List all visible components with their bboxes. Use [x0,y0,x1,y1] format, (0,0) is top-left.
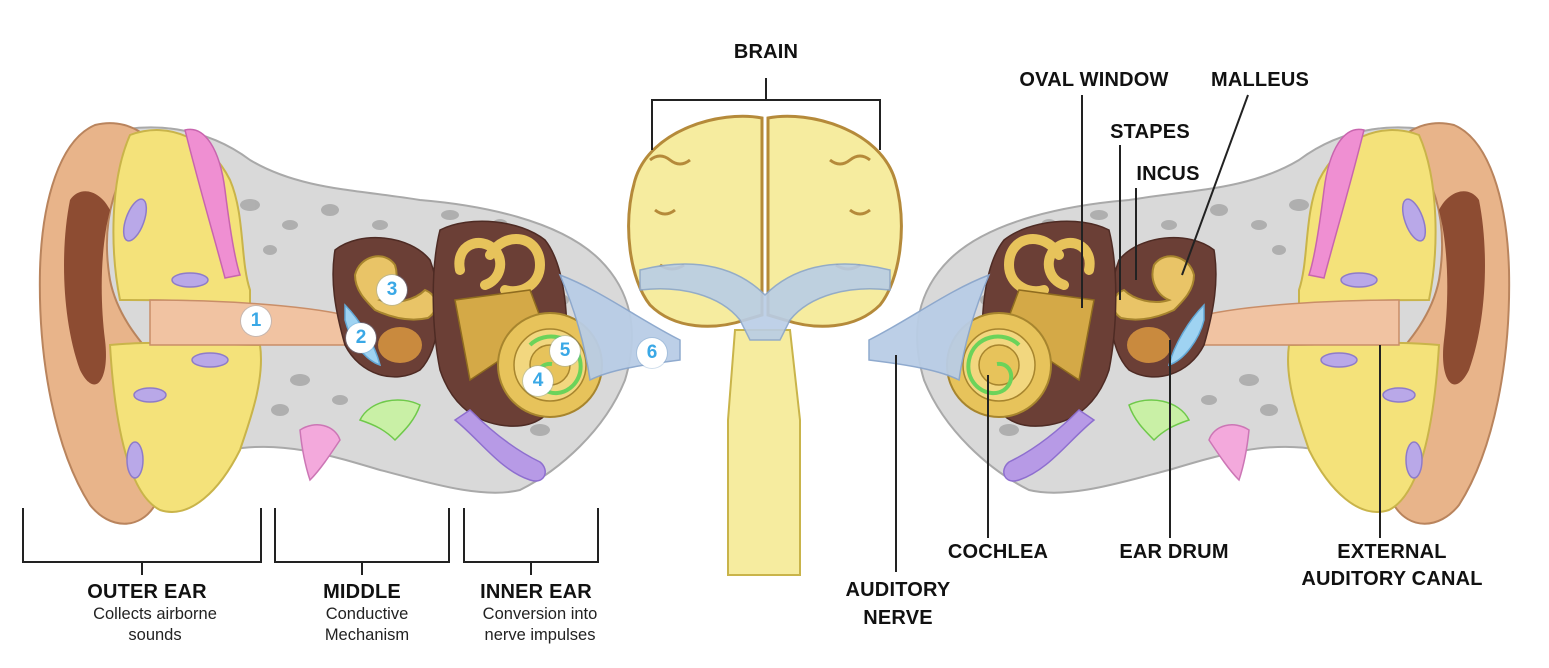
brain-label: BRAIN [733,41,799,63]
marker-1: 1 [241,306,271,336]
incus-label: INCUS [1136,163,1200,185]
middle-desc-2: Mechanism [324,626,410,644]
auditory-nerve-label-line1: AUDITORY [845,579,951,601]
malleus-line [1181,94,1249,276]
middle-desc-1: Conductive [325,605,409,623]
marker-4: 4 [523,366,553,396]
canal-label-line1: EXTERNAL [1337,541,1447,563]
oval-window-label: OVAL WINDOW [1019,69,1169,91]
inner-ear-desc-2: nerve impulses [484,626,596,644]
nerve-crossing [639,263,891,341]
pointer-lines [895,94,1381,572]
inner-ear-desc-1: Conversion into [482,605,598,623]
marker-2: 2 [346,323,376,353]
marker-5: 5 [550,336,580,366]
outer-ear-desc-2: sounds [128,626,182,644]
marker-6: 6 [637,338,667,368]
ear-drum-label: EAR DRUM [1119,541,1229,563]
inner-ear-bracket [463,508,599,575]
inner-ear-title: INNER EAR [480,581,592,603]
malleus-label: MALLEUS [1210,69,1310,91]
auditory-nerve-label-line2: NERVE [863,607,933,629]
brackets [22,78,881,575]
outer-ear-bracket [22,508,262,575]
brain-bracket [651,78,881,150]
cochlea-label: COCHLEA [947,541,1049,563]
middle-bracket [274,508,450,575]
canal-label-line2: AUDITORY CANAL [1301,568,1483,590]
marker-3: 3 [377,275,407,305]
middle-title: MIDDLE [323,581,401,603]
brain-stem [727,329,801,576]
outer-ear-desc-1: Collects airborne [93,605,217,623]
brain [627,114,903,576]
stapes-label: STAPES [1110,121,1190,143]
outer-ear-title: OUTER EAR [87,581,207,603]
